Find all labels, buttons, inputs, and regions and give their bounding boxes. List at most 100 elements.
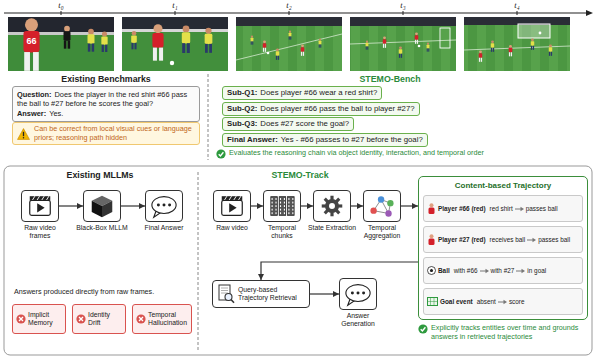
- box-text: Query-based Trajectory Retrieval: [238, 286, 305, 302]
- time-label: t₂: [286, 0, 291, 10]
- time-label: t₃: [400, 0, 405, 10]
- pipeline-step: Black-Box MLLM: [76, 190, 128, 232]
- sub-question-box: Sub-Q1:Does player #66 wear a red shirt?: [222, 86, 382, 100]
- limitation-box: Temporal Hallucination: [132, 304, 192, 334]
- box-text: score: [509, 298, 525, 305]
- goal-icon: [427, 297, 438, 306]
- box-text: red shirt: [490, 205, 513, 212]
- box-text: Does player #66 pass the ball to player …: [260, 104, 414, 113]
- pipeline-step: Raw video frames: [14, 190, 66, 240]
- box-text: Final Answer:: [227, 135, 278, 144]
- note-text: Evaluates the reasoning chain via object…: [216, 149, 484, 159]
- box-text: Final Answer: [138, 224, 190, 232]
- note-text: Explicitly tracks entities over time and…: [418, 324, 590, 341]
- box-text: Sub-Q2:: [227, 104, 257, 113]
- player-icon: [427, 234, 436, 245]
- flow-arrow: [310, 293, 339, 294]
- box-text: Answer Generation: [332, 312, 384, 328]
- warning-box: Can be correct from local visual cues or…: [12, 122, 200, 145]
- state-arrow: [515, 206, 524, 212]
- icon-frame: [339, 278, 377, 310]
- pipeline-step: Temporal Aggregation: [358, 190, 406, 240]
- box-text: passes ball: [538, 236, 570, 243]
- box-text: Temporal chunks: [258, 224, 306, 240]
- box-text: absent: [477, 298, 496, 305]
- state-arrow: [498, 299, 507, 305]
- box-text: Raw video frames: [14, 224, 66, 240]
- icon-frame: [363, 190, 401, 222]
- box-text: Yes.: [49, 109, 63, 118]
- box-text: State Extraction: [308, 224, 356, 232]
- note-text: Evaluates the reasoning chain via object…: [229, 149, 484, 158]
- answer-step: Answer Generation: [332, 278, 384, 328]
- flow-arrow: [301, 205, 313, 206]
- final-answer-box: Final Answer:Yes - #66 passes to #27 bef…: [222, 133, 428, 147]
- box-text: with #27: [491, 267, 515, 274]
- retrieval-box: Query-based Trajectory Retrieval: [212, 280, 310, 308]
- note-text: Answers produced directly from raw frame…: [14, 287, 154, 296]
- panel-frame: [4, 166, 592, 355]
- icon-frame: [313, 190, 351, 222]
- box-text: Does #27 score the goal?: [260, 119, 349, 128]
- box-text: Temporal Hallucination: [148, 311, 188, 327]
- trajectory-row: Player #66 (red) red shirt passes ball: [423, 195, 583, 222]
- video-frame: [122, 17, 228, 71]
- section-heading: STEMO-Track: [271, 170, 328, 180]
- box-text: Black-Box MLLM: [76, 224, 128, 232]
- cube-icon: [85, 192, 119, 220]
- flow-arrow: [351, 205, 363, 206]
- time-label: t₀: [58, 0, 63, 10]
- state-arrow: [516, 268, 525, 274]
- box-text: Question:: [17, 90, 52, 99]
- trajectory-row: Goal eventabsentscore: [423, 288, 583, 315]
- sub-question-box: Sub-Q2:Does player #66 pass the ball to …: [222, 102, 420, 116]
- pipeline-step: State Extraction: [308, 190, 356, 232]
- flow-arrow: [59, 205, 83, 206]
- error-icon: [76, 314, 86, 324]
- flow-arrow: [251, 205, 263, 206]
- icon-frame: [213, 190, 251, 222]
- trajectory-row: Ballwith #66with #27in goal: [423, 257, 583, 284]
- box-text: Does player #66 wear a red shirt?: [260, 88, 377, 97]
- graph-icon: [365, 192, 399, 220]
- box-text: Raw video: [208, 224, 256, 232]
- box-text: Answer:: [17, 109, 46, 118]
- limitation-box: Identity Drift: [72, 304, 126, 334]
- box-text: Content-based Trajectory: [419, 181, 587, 190]
- icon-frame: [263, 190, 301, 222]
- question-box: Question:Does the player in the red shir…: [12, 86, 200, 122]
- state-arrow: [480, 268, 489, 274]
- check-icon: [216, 149, 226, 159]
- box-text: Ball: [438, 267, 450, 274]
- error-icon: [136, 314, 146, 324]
- video-frame: [236, 17, 342, 71]
- flow-arrow: [401, 205, 418, 206]
- box-text: passes ball: [526, 205, 558, 212]
- gear-icon: [315, 192, 349, 220]
- icon-frame: [145, 190, 183, 222]
- timeline: [4, 10, 593, 16]
- flow-arrow: [261, 262, 418, 280]
- film-chunks-icon: [265, 192, 299, 220]
- check-icon: [418, 324, 428, 334]
- jersey-number: 66: [26, 36, 36, 46]
- section-heading: STEMO-Bench: [359, 74, 420, 84]
- divider: [198, 172, 199, 350]
- box-text: with #66: [454, 267, 478, 274]
- flow-arrow: [121, 205, 145, 206]
- time-label: t₄: [514, 0, 519, 10]
- video-icon: [215, 192, 249, 220]
- ball-icon: [427, 266, 436, 275]
- divider: [208, 74, 209, 160]
- box-text: Yes - #66 passes to #27 before the goal?: [281, 135, 423, 144]
- speech-bubble-icon: [341, 280, 375, 308]
- icon-frame: [21, 190, 59, 222]
- box-text: Player #66 (red): [438, 205, 486, 212]
- pipeline-step: Temporal chunks: [258, 190, 306, 240]
- box-text: Temporal Aggregation: [358, 224, 406, 240]
- warning-icon: [17, 128, 30, 140]
- pipeline-step: Raw video: [208, 190, 256, 232]
- icon-frame: [83, 190, 121, 222]
- box-text: Identity Drift: [88, 311, 122, 327]
- pipeline-step: Final Answer: [138, 190, 190, 232]
